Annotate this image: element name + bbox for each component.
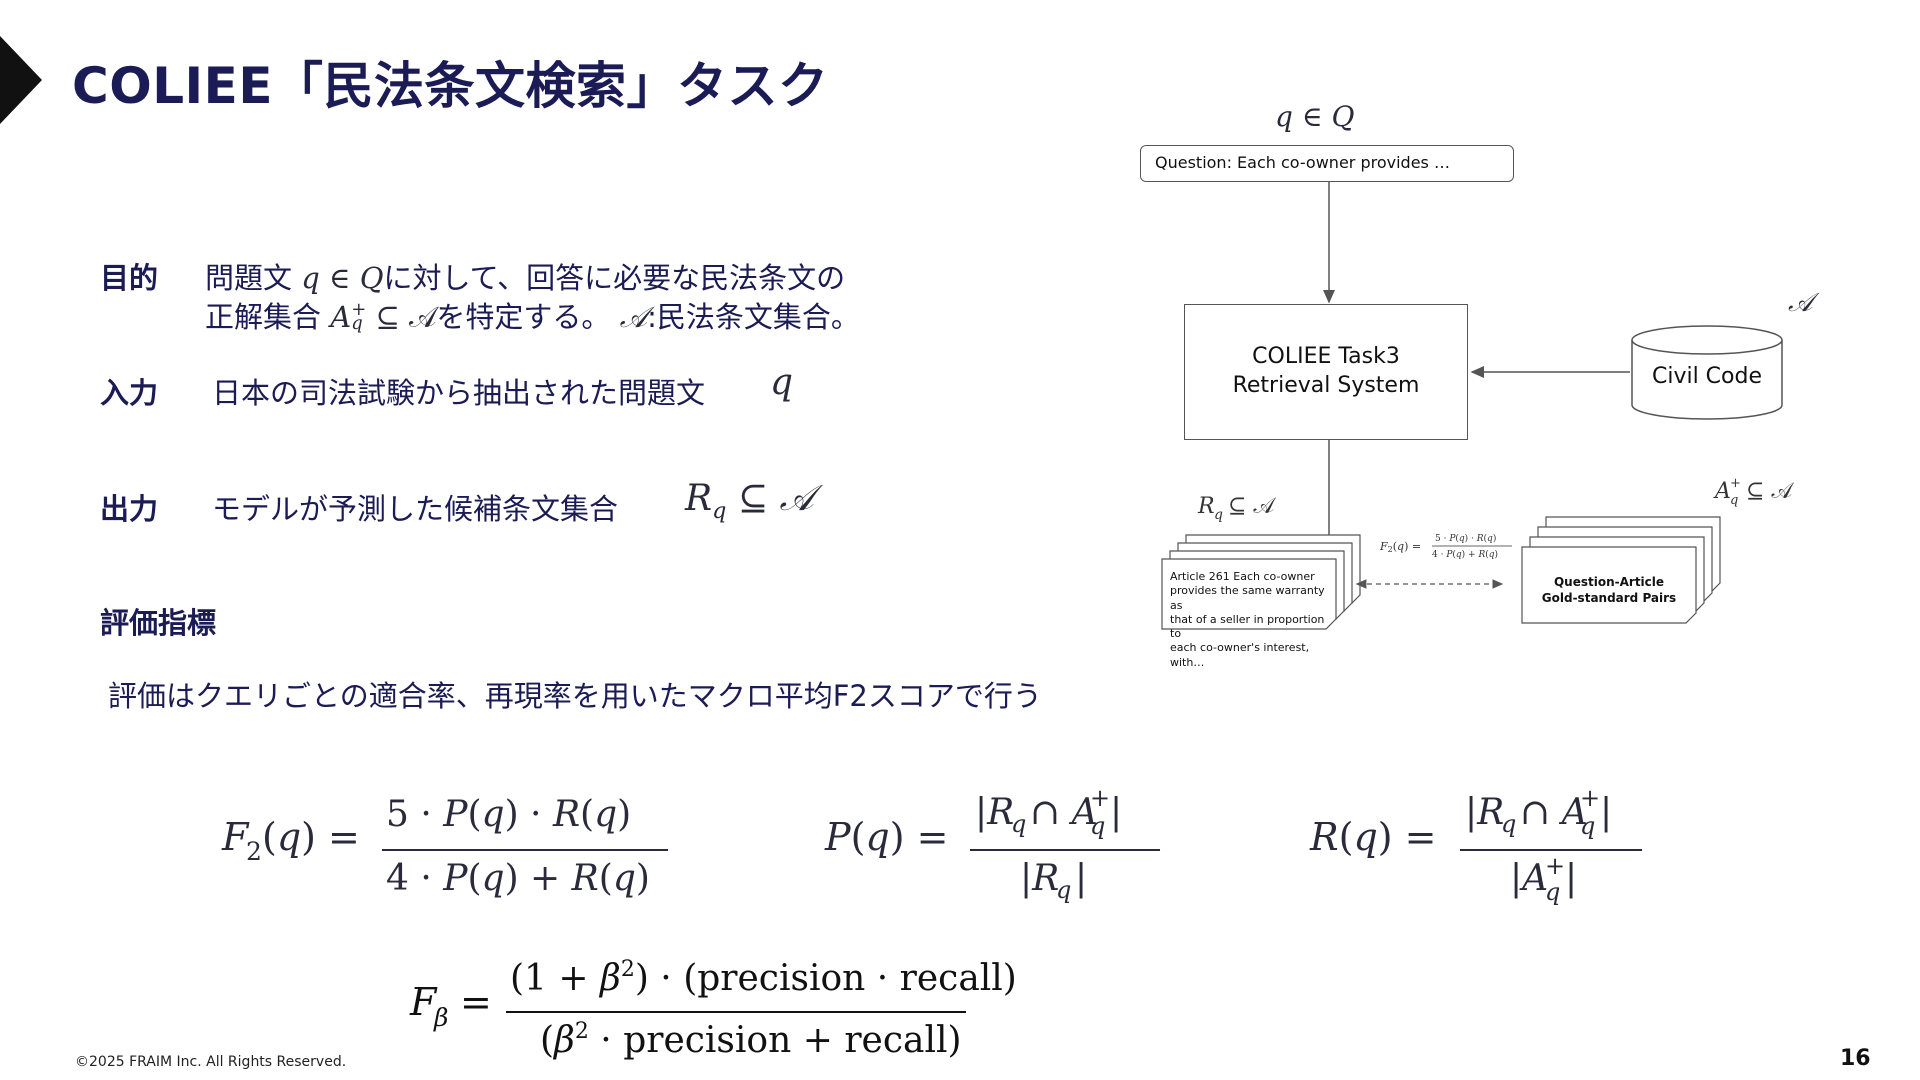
svg-text:+: + [1090,784,1110,812]
objective-line2-pre: 正解集合 [205,300,322,334]
svg-text:|R: |R [975,792,1014,833]
objective-line-1: 問題文 q ∈ Qに対して、回答に必要な民法条文の [205,255,845,297]
svg-text:q: q [1011,810,1026,838]
article-preview: Article 261 Each co-owner provides the s… [1170,570,1334,670]
civil-code-label: Civil Code [1651,364,1763,389]
svg-text:+: + [1545,852,1565,880]
svg-text:2: 2 [246,837,262,866]
gold-pairs-stack [1521,516,1721,624]
article-line: each co-owner's interest, with… [1170,641,1310,669]
svg-text:(β2 · precision + recall): (β2 · precision + recall) [540,1019,962,1061]
output-math: Rq ⊆ 𝒜 [685,478,814,524]
svg-text:q: q [1580,812,1595,840]
retrieval-system-box: COLIEE Task3 Retrieval System [1184,304,1468,440]
input-text: 日本の司法試験から抽出された問題文 [212,376,706,410]
fbeta-formula: F β = (1 + β2) · (precision · recall) (β… [409,957,1017,1061]
small-f2-formula: F2(q) = 5 · P(q) · R(q) 4 · P(q) + R(q) [1379,533,1512,560]
objective-line2-math: 𝒜 [619,300,648,334]
article-line: Article 261 Each co-owner [1170,570,1315,583]
svg-text:⊆ 𝒜: ⊆ 𝒜 [1746,479,1794,504]
input-label: 入力 [100,376,159,410]
retrieval-diagram: F2(q) = 5 · P(q) · R(q) 4 · P(q) + R(q) … [1161,182,1794,630]
svg-text:5 · P(q) · R(q): 5 · P(q) · R(q) [386,794,631,835]
svg-text:∩ A: ∩ A [1520,792,1588,833]
precision-formula: P(q) = |R q ∩ A + q | |R q | [824,784,1160,904]
svg-text:|: | [1110,792,1122,833]
corner-marker [0,36,42,124]
objective-line2-mid: を特定する。 [436,300,611,334]
objective-line1-pre: 問題文 [205,261,293,295]
svg-text:|: | [1600,792,1612,833]
results-set-label: R q ⊆ 𝒜 [1197,494,1276,523]
svg-text:|R: |R [1020,858,1059,899]
svg-text:4 · P(q) + R(q): 4 · P(q) + R(q) [386,858,650,899]
svg-text:(1 + β2) · (precision · recall: (1 + β2) · (precision · recall) [510,957,1017,999]
article-line: provides the same warranty as [1170,584,1325,612]
svg-text:|: | [1565,858,1577,899]
objective-line-2: 正解集合 A+q ⊆ 𝒜を特定する。 𝒜:民法条文集合。 [205,294,860,336]
gold-line-2: Gold-standard Pairs [1541,590,1677,605]
objective-label: 目的 [100,261,159,295]
svg-text:β: β [433,1003,448,1032]
system-line-1: COLIEE Task3 [1252,344,1400,370]
svg-text:=: = [460,980,492,1024]
corpus-label: 𝒜 [1788,288,1813,318]
svg-text:R: R [1197,494,1215,519]
svg-text:F: F [409,980,438,1024]
gold-line-1: Question-Article [1553,575,1665,589]
svg-text:A: A [1713,479,1731,504]
article-line: that of a seller in proportion to [1170,612,1325,641]
metrics-text: 評価はクエリごとの適合率、再現率を用いたマクロ平均F2スコアで行う [108,679,1042,713]
page-number: 16 [1840,1046,1871,1071]
objective-line1-post: に対して、回答に必要な民法条文の [383,261,846,295]
svg-text:4 · P(q) + R(q): 4 · P(q) + R(q) [1432,549,1498,560]
recall-formula: R(q) = |R q ∩ A + q | |A + q | [1309,784,1642,906]
svg-text:q: q [1730,493,1738,508]
subset-math: ⊆ 𝒜 [375,300,437,334]
svg-text:q: q [1090,812,1105,840]
question-box: Question: Each co-owner provides … [1140,145,1514,182]
svg-text:q: q [1214,507,1223,523]
output-label: 出力 [100,492,159,526]
svg-text:q: q [1545,878,1560,906]
gold-set-math: A+q [330,299,367,334]
svg-text:∩ A: ∩ A [1030,792,1098,833]
svg-text:|A: |A [1510,858,1548,899]
civil-code-database-icon [1631,325,1783,420]
query-label: q ∈ Q [1275,100,1355,133]
input-math: q [770,362,794,403]
svg-text:+: + [1730,476,1741,491]
svg-text:(q) =: (q) = [262,815,360,859]
f2-formula: F 2 (q) = 5 · P(q) · R(q) 4 · P(q) + R(q… [221,794,668,899]
copyright-text: ©2025 FRAIM Inc. All Rights Reserved. [75,1054,347,1070]
metrics-label: 評価指標 [100,606,217,640]
svg-text:⊆ 𝒜: ⊆ 𝒜 [1228,494,1276,519]
svg-text:+: + [1580,784,1600,812]
slide-title: COLIEE「民法条文検索」タスク [72,57,829,115]
formulas: F 2 (q) = 5 · P(q) · R(q) 4 · P(q) + R(q… [221,784,1642,1061]
svg-text:q: q [1501,810,1516,838]
svg-text:R(q) =: R(q) = [1309,815,1437,859]
system-line-2: Retrieval System [1232,373,1420,398]
output-text: モデルが予測した候補条文集合 [212,492,619,526]
svg-text:5 · P(q) · R(q): 5 · P(q) · R(q) [1435,533,1496,544]
objective-line2-post: :民法条文集合。 [647,300,860,334]
svg-text:P(q) =: P(q) = [824,815,948,859]
svg-text:F: F [221,815,250,859]
gold-pairs-label: Question-Article Gold-standard Pairs [1522,575,1696,606]
svg-text:|R: |R [1465,792,1504,833]
svg-text:q: q [1056,876,1071,904]
svg-text:|: | [1075,858,1087,899]
gold-set-label: A + q ⊆ 𝒜 [1713,476,1794,508]
objective-line1-math: q ∈ Q [301,261,384,295]
retrieved-articles-stack [1161,534,1361,630]
svg-text:F2(q) =: F2(q) = [1379,540,1421,554]
